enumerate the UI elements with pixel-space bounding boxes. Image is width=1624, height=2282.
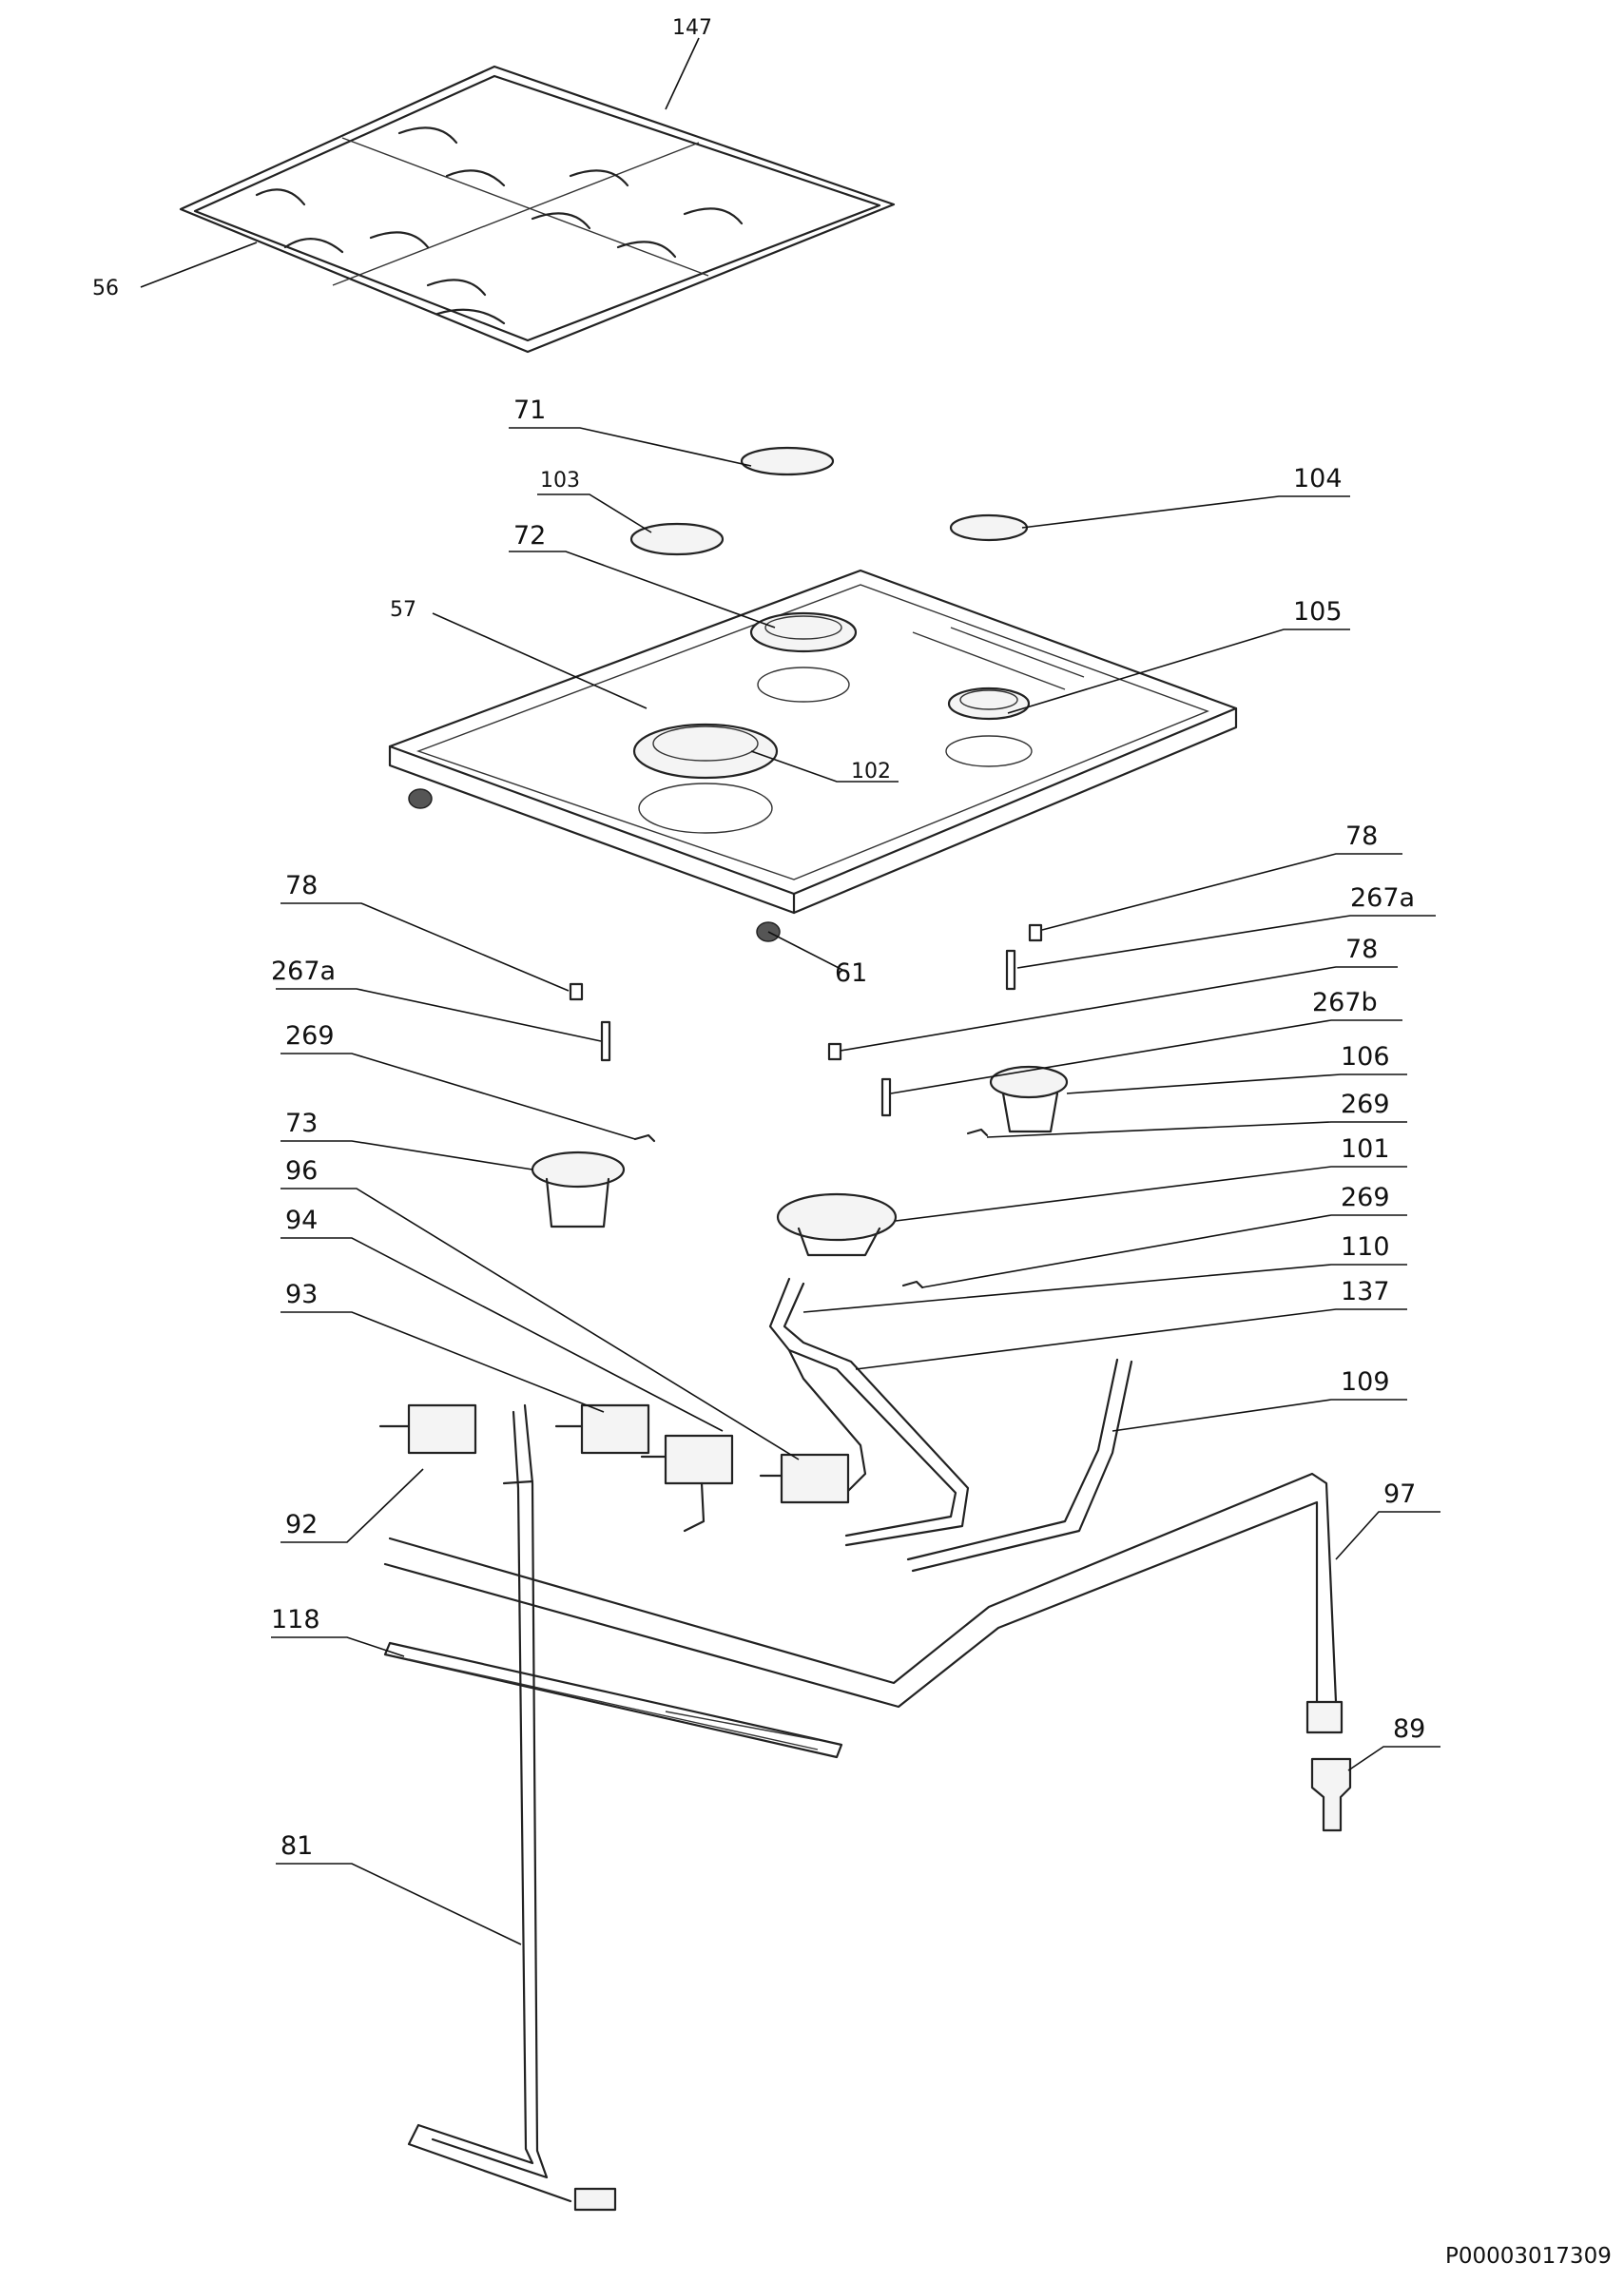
- callout-61: 61: [835, 958, 867, 988]
- callout-78-right-top: 78: [1345, 822, 1378, 851]
- manifold-end-97: [1305, 1700, 1344, 1734]
- leader-lines: [140, 37, 1440, 1945]
- callout-269-right-bottom: 269: [1341, 1183, 1390, 1212]
- spring-269-left: [633, 1133, 656, 1143]
- pipe-81-fitting: [573, 2187, 617, 2212]
- callout-103: 103: [540, 469, 580, 493]
- callout-118: 118: [271, 1605, 320, 1634]
- callout-267b: 267b: [1312, 988, 1378, 1017]
- bracket-118: [383, 1641, 843, 1759]
- callout-57: 57: [390, 598, 416, 622]
- callout-labels: 147 56 71 103 104 72 57 105 102 61 78 26…: [92, 16, 1425, 1861]
- callout-93: 93: [285, 1280, 318, 1309]
- callout-137: 137: [1341, 1277, 1390, 1306]
- callout-267a-right: 267a: [1350, 883, 1415, 913]
- callout-101: 101: [1341, 1134, 1390, 1164]
- callout-72: 72: [513, 521, 546, 551]
- callout-269-left: 269: [285, 1021, 335, 1051]
- callout-78-left: 78: [285, 871, 318, 900]
- hob-top-plate: [388, 569, 1238, 942]
- callout-94: 94: [285, 1206, 318, 1235]
- callout-89: 89: [1393, 1714, 1425, 1744]
- thermocouple-267a-left: [600, 1020, 611, 1062]
- callout-73: 73: [285, 1109, 318, 1138]
- callout-105: 105: [1293, 597, 1343, 627]
- screw-78-right-top: [1028, 923, 1043, 942]
- callout-96: 96: [285, 1156, 318, 1186]
- valve-94: [664, 1434, 734, 1485]
- callout-78-right-mid: 78: [1345, 935, 1378, 964]
- small-parts: [569, 923, 1043, 1289]
- callout-109: 109: [1341, 1367, 1390, 1397]
- gas-pipes: [768, 1277, 1133, 1573]
- thermocouple-267a-right: [1005, 949, 1016, 991]
- valve-93: [580, 1403, 650, 1455]
- cap-103: [629, 522, 725, 556]
- burner-caps: [629, 446, 1029, 556]
- gas-manifold: [383, 1472, 1352, 1832]
- callout-81: 81: [280, 1831, 313, 1861]
- pan-support-grid: [179, 65, 896, 354]
- callout-147: 147: [672, 16, 712, 40]
- callout-92: 92: [285, 1510, 318, 1539]
- screw-78-right-mid: [827, 1042, 842, 1061]
- valve-96: [780, 1453, 850, 1504]
- callout-97: 97: [1383, 1479, 1416, 1509]
- connector-89: [1310, 1757, 1352, 1832]
- callout-110: 110: [1341, 1232, 1390, 1262]
- screw-78-left: [569, 982, 584, 1001]
- callout-104: 104: [1293, 464, 1343, 493]
- spring-269-right-top: [966, 1128, 989, 1137]
- callout-71: 71: [513, 396, 546, 425]
- valve-92: [407, 1403, 477, 1455]
- cap-104: [949, 513, 1029, 542]
- callout-269-right-top: 269: [1341, 1090, 1390, 1119]
- callout-106: 106: [1341, 1042, 1390, 1072]
- cap-71: [740, 446, 835, 476]
- callout-56: 56: [92, 277, 119, 300]
- pipe-81: [407, 1403, 617, 2212]
- gas-valves: [378, 1403, 850, 1533]
- document-code: P00003017309: [1445, 2244, 1612, 2269]
- callout-102: 102: [851, 760, 891, 783]
- thermocouple-267b: [880, 1077, 892, 1117]
- callout-267a-left: 267a: [271, 957, 336, 986]
- burner-bodies: [531, 1065, 1069, 1257]
- spring-269-right-bottom: [901, 1280, 924, 1289]
